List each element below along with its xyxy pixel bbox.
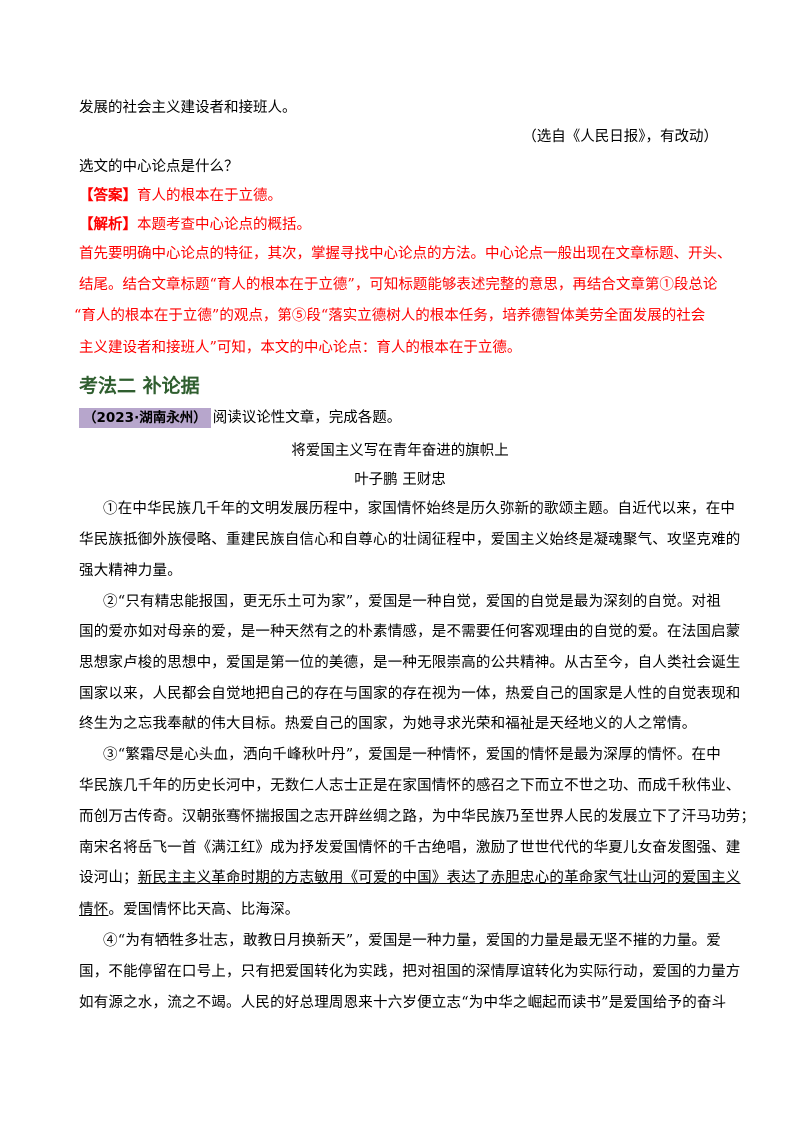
source-citation: （选自《人民日报》，有改动） bbox=[522, 129, 718, 145]
section-instruction-line: （2023·湖南永州）阅读议论性文章，完成各题。 bbox=[79, 408, 401, 428]
article-line: ②“只有精忠能报国，更无乐土可为家”，爱国是一种自觉，爱国的自觉是最为深刻的自觉… bbox=[103, 594, 721, 610]
article-line: 南宋名将岳飞一首《满江红》成为抒发爱国情怀的千古绝唱，激励了世世代代的华夏儿女奋… bbox=[79, 840, 741, 856]
article-line: 情怀。爱国情怀比天高、比海深。 bbox=[79, 900, 300, 920]
article-line: 终生为之忘我奉献的伟大目标。热爱自己的国家，为她寻求光荣和福祉是天经地义的人之常… bbox=[79, 716, 697, 732]
article-line: 国家以来，人民都会自觉地把自己的存在与国家的存在视为一体，热爱自己的国家是人性的… bbox=[79, 686, 741, 702]
article-line: ①在中华民族几千年的文明发展历程中，家国情怀始终是历久弥新的歌颂主题。自近代以来… bbox=[103, 501, 736, 517]
article-line: 如有源之水，流之不竭。人民的好总理周恩来十六岁便立志“为中华之崛起而读书”是爱国… bbox=[79, 995, 727, 1011]
answer-text: 育人的根本在于立德。 bbox=[137, 188, 282, 204]
article-title: 将爱国主义写在青年奋进的旗帜上 bbox=[291, 443, 509, 459]
explain-line: 首先要明确中心论点的特征，其次，掌握寻找中心论点的方法。中心论点一般出现在文章标… bbox=[79, 246, 732, 262]
explain-line: “育人的根本在于立德”的观点，第⑤段“落实立德树人的根本任务，培养德智体美劳全面… bbox=[74, 308, 706, 324]
article-line: 华民族抵御外族侵略、重建民族自信心和自尊心的壮阔征程中，爱国主义始终是凝魂聚气、… bbox=[79, 532, 741, 548]
article-line: 设河山；新民主主义革命时期的方志敏用《可爱的中国》表达了赤胆忠心的革命家气壮山河… bbox=[79, 868, 741, 888]
article-authors: 叶子鹏 王财忠 bbox=[354, 472, 446, 488]
article-line-start: 设河山； bbox=[79, 870, 138, 886]
section-heading: 考法二 补论据 bbox=[79, 375, 200, 397]
explain-line: 结尾。结合文章标题“育人的根本在于立德”，可知标题能够表述完整的意思，再结合文章… bbox=[79, 277, 718, 293]
analysis-tag: 【解析】 bbox=[79, 216, 137, 233]
underlined-sentence-end: 情怀 bbox=[79, 902, 109, 918]
article-line: ③“繁霜尽是心头血，洒向千峰秋叶丹”，爱国是一种情怀，爱国的情怀是最为深厚的情怀… bbox=[103, 747, 721, 763]
article-line: 强大精神力量。 bbox=[79, 563, 182, 579]
article-line: 国的爱亦如对母亲的爱，是一种天然有之的朴素情感，是不需要任何客观理由的自觉的爱。… bbox=[79, 624, 741, 640]
article-line: 思想家卢梭的思想中，爱国是第一位的美德，是一种无限崇高的公共精神。从古至今，自人… bbox=[79, 655, 741, 671]
article-line: 而创万古传奇。汉朝张骞怀揣报国之志开辟丝绸之路，为中华民族乃至世界人民的发展立下… bbox=[79, 809, 756, 825]
underlined-sentence: 新民主主义革命时期的方志敏用《可爱的中国》表达了赤胆忠心的革命家气壮山河的爱国主… bbox=[137, 870, 741, 886]
article-line: 国，不能停留在口号上，只有把爱国转化为实践，把对祖国的深情厚谊转化为实际行动，爱… bbox=[79, 964, 741, 980]
exam-source-tag: （2023·湖南永州） bbox=[79, 408, 211, 428]
analysis-text: 本题考查中心论点的概括。 bbox=[137, 217, 311, 233]
analysis-line: 【解析】本题考查中心论点的概括。 bbox=[79, 215, 311, 235]
section-instruction: 阅读议论性文章，完成各题。 bbox=[212, 410, 402, 426]
article-line: ④“为有牺牲多壮志，敢教日月换新天”，爱国是一种力量，爱国的力量是最无坚不摧的力… bbox=[103, 933, 721, 949]
question-text: 选文的中心论点是什么？ bbox=[79, 159, 239, 175]
answer-line: 【答案】育人的根本在于立德。 bbox=[79, 186, 282, 206]
explain-line: 主义建设者和接班人”可知，本文的中心论点：育人的根本在于立德。 bbox=[79, 340, 522, 356]
intro-line: 发展的社会主义建设者和接班人。 bbox=[79, 100, 297, 116]
article-line-rest: 。爱国情怀比天高、比海深。 bbox=[108, 902, 300, 918]
answer-tag: 【答案】 bbox=[79, 187, 137, 204]
article-line: 华民族几千年的历史长河中，无数仁人志士正是在家国情怀的感召之下而立不世之功、而成… bbox=[79, 778, 741, 794]
